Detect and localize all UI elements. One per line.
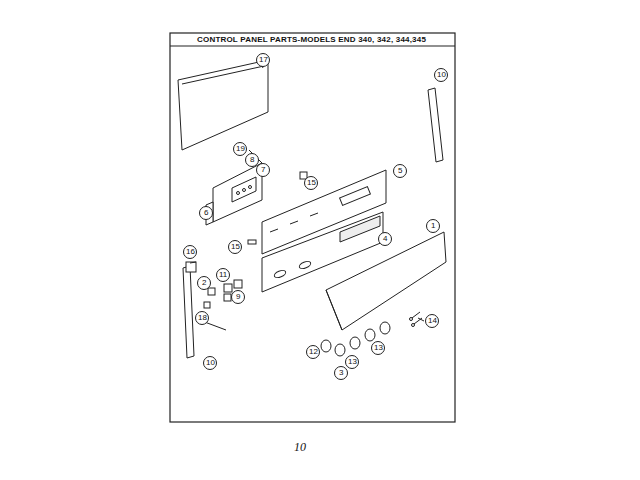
callout-number: 10 <box>437 71 446 79</box>
callout-circle <box>394 165 407 178</box>
callout-circle <box>372 342 385 355</box>
callout-circle <box>379 233 392 246</box>
callout-number: 12 <box>309 348 318 356</box>
callout-number: 9 <box>236 293 240 301</box>
callout-circle <box>307 346 320 359</box>
callout-number: 6 <box>204 209 208 217</box>
callout-number: 14 <box>428 317 437 325</box>
callout-circle <box>246 154 259 167</box>
diagram-title: CONTROL PANEL PARTS-MODELS END 340, 342,… <box>197 36 426 44</box>
callout-number: 11 <box>219 271 227 279</box>
callout-circle <box>426 315 439 328</box>
callout-circle <box>346 356 359 369</box>
callout-number: 8 <box>250 156 254 164</box>
callout-number: 7 <box>261 166 265 174</box>
callout-circle <box>196 312 209 325</box>
callout-circle <box>435 69 448 82</box>
callout-number: 15 <box>231 243 240 251</box>
callout-number: 18 <box>198 314 207 322</box>
callout-number: 13 <box>348 358 357 366</box>
handwritten-note: 10 <box>294 441 306 453</box>
callout-number: 1 <box>431 222 435 230</box>
callout-number: 13 <box>374 344 383 352</box>
callout-number: 4 <box>383 235 387 243</box>
callout-number: 15 <box>307 179 316 187</box>
callout-number: 3 <box>339 369 343 377</box>
callout-circle <box>335 367 348 380</box>
callout-circle <box>184 246 197 259</box>
callout-circle <box>232 291 245 304</box>
callout-circle <box>204 357 217 370</box>
callout-number: 2 <box>202 279 206 287</box>
callout-number: 16 <box>186 248 195 256</box>
callout-number: 5 <box>398 167 402 175</box>
callout-number: 19 <box>236 145 245 153</box>
callout-circle <box>229 241 242 254</box>
callout-circle <box>198 277 211 290</box>
callout-number: 17 <box>259 56 268 64</box>
callout-circle <box>217 269 230 282</box>
callout-number: 10 <box>206 359 215 367</box>
callout-circle <box>257 164 270 177</box>
callout-circle <box>427 220 440 233</box>
callout-circle <box>234 143 247 156</box>
callout-circle <box>257 54 270 67</box>
callout-circle <box>200 207 213 220</box>
callout-circle <box>305 177 318 190</box>
